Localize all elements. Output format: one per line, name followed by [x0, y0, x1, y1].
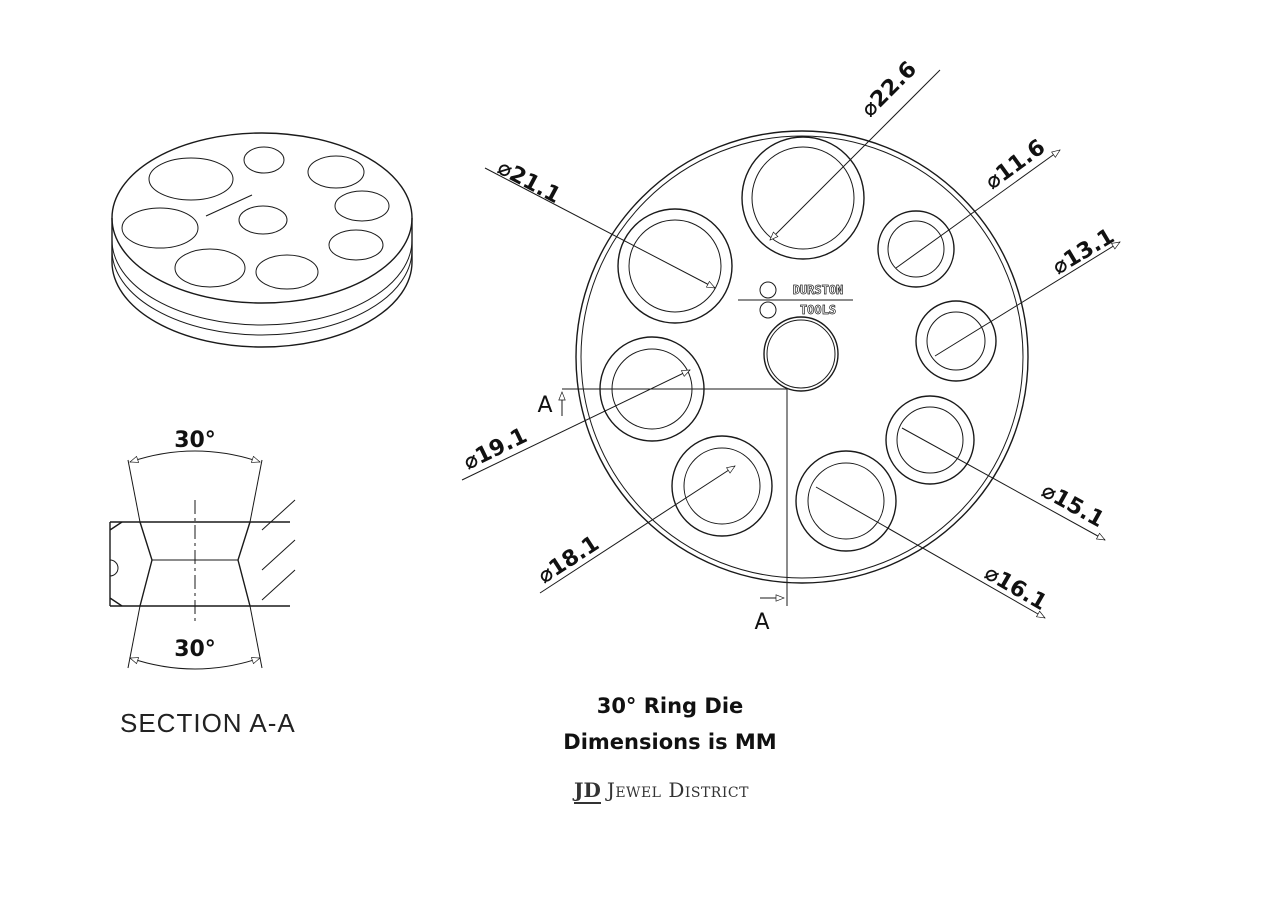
hole-18-1 [671, 435, 773, 537]
dim-label-15-1: ⌀15.1 [1037, 478, 1108, 533]
section-mark-a-bottom: A [754, 610, 769, 635]
dim-label-18-1: ⌀18.1 [534, 531, 604, 589]
drawing-title: 30° Ring Die [596, 694, 744, 718]
brand-name: Jewel District [606, 778, 749, 802]
hole-16-1 [795, 450, 897, 552]
section-cut-line: A A [537, 388, 788, 635]
drawing-subtitle: Dimensions is MM [563, 730, 777, 754]
front-view: DURSTON TOOLS A A ⌀22.6 ⌀11.6 ⌀13.1 [460, 57, 1121, 635]
hole-11-6 [877, 210, 955, 288]
hole-15-1 [885, 395, 975, 485]
dim-label-22-6: ⌀22.6 [857, 57, 922, 122]
section-mark-a-left: A [537, 393, 552, 418]
section-angle-bottom-label: 30° [174, 637, 216, 662]
engraving-line-1: DURSTON [793, 283, 844, 297]
hole-21-1 [617, 208, 733, 324]
section-angle-top-label: 30° [174, 428, 216, 453]
dimension-labels: ⌀22.6 ⌀11.6 ⌀13.1 ⌀15.1 ⌀16.1 ⌀18.1 ⌀19.… [460, 57, 1119, 616]
isometric-view [111, 132, 413, 348]
durston-tools-engraving: DURSTON TOOLS [738, 281, 853, 319]
section-a-a-label: SECTION A-A [120, 708, 296, 738]
dimension-leaders [461, 69, 1121, 619]
hole-22-6 [741, 136, 865, 260]
dim-label-21-1: ⌀21.1 [493, 155, 564, 209]
section-a-a-view: 30° 30° [109, 428, 296, 670]
engraving-line-2: TOOLS [800, 303, 836, 317]
brand-mark: JD [574, 778, 601, 804]
hole-13-1 [915, 300, 997, 382]
dim-label-19-1: ⌀19.1 [460, 423, 532, 475]
dim-label-13-1: ⌀13.1 [1048, 224, 1119, 280]
dim-label-16-1: ⌀16.1 [980, 561, 1051, 616]
